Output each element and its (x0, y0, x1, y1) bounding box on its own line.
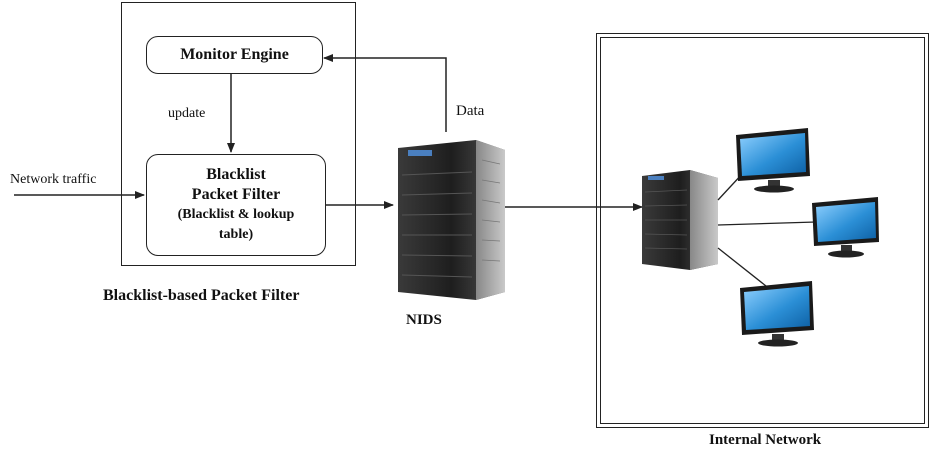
packet-filter-caption: Blacklist-based Packet Filter (103, 287, 300, 304)
desktop-monitor-icon (812, 197, 879, 258)
network-traffic-label: Network traffic (10, 172, 97, 187)
update-label: update (168, 106, 206, 121)
nids-server-icon (398, 140, 505, 300)
desktop-monitor-icon (736, 128, 810, 193)
link-monitor-2 (717, 221, 817, 226)
monitor-engine-label: Monitor Engine (180, 46, 289, 63)
blacklist-line3: (Blacklist & lookup (177, 207, 295, 222)
data-feedback-arrow (323, 54, 447, 132)
data-label: Data (456, 103, 485, 119)
blacklist-line2: Packet Filter (191, 186, 281, 203)
blacklist-line4: table) (218, 227, 254, 242)
link-monitor-3 (717, 247, 767, 287)
blacklist-line1: Blacklist (206, 166, 266, 183)
blacklist-packet-filter-box: Blacklist Packet Filter (Blacklist & loo… (146, 154, 326, 256)
internal-network-caption: Internal Network (709, 432, 822, 448)
internal-server-icon (642, 170, 718, 270)
nids-label: NIDS (406, 312, 442, 328)
desktop-monitor-icon (740, 281, 814, 347)
monitor-engine-box: Monitor Engine (146, 36, 323, 74)
